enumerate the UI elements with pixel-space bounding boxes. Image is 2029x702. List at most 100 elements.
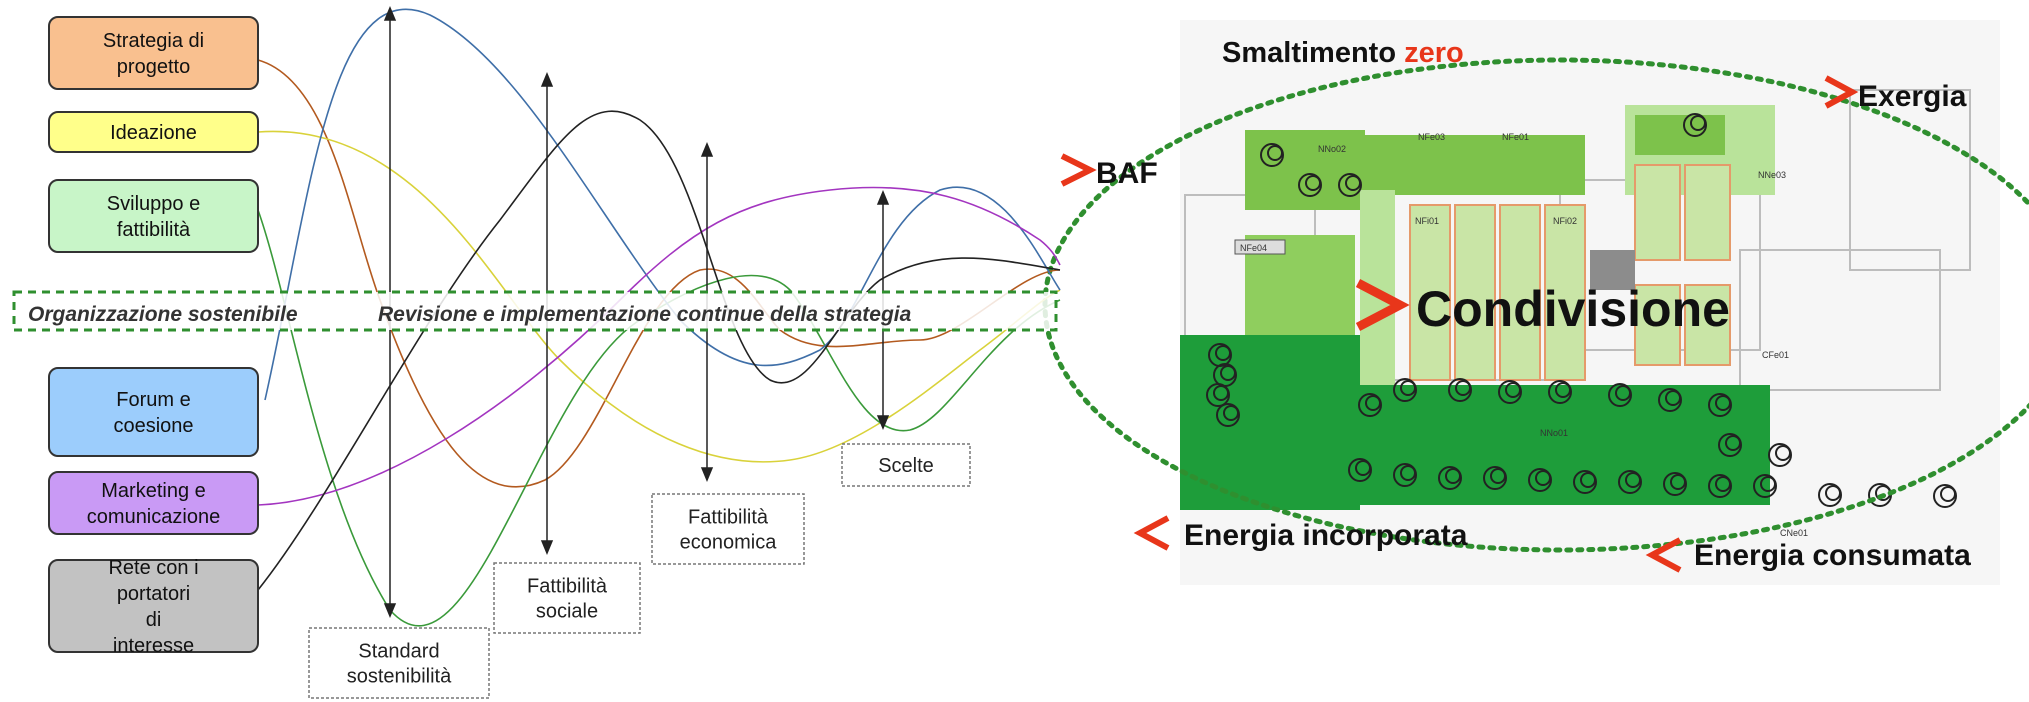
plan-zone-label: NFe04 [1240, 243, 1267, 253]
green-park-south [1360, 385, 1770, 505]
tree-icon [1305, 175, 1321, 191]
plan-zone-label: NFe01 [1502, 132, 1529, 142]
tree-icon [1715, 395, 1731, 411]
stage-box-shape [48, 471, 259, 535]
baf-marker: BAF [1060, 153, 1158, 190]
courtyard-blocks [1409, 164, 1731, 381]
milestone-box-shape [308, 627, 490, 699]
trees [1206, 113, 1957, 508]
tree-icon [1206, 383, 1230, 407]
tree-icon [1608, 383, 1632, 407]
tree-icon [1298, 173, 1322, 197]
tree-icon [1658, 388, 1682, 412]
tree-icon [1753, 474, 1777, 498]
condivisione-label: Condivisione [1416, 281, 1730, 337]
tree-icon [1345, 175, 1361, 191]
tree-icon [1690, 115, 1706, 131]
plan-zone-label: NNo02 [1318, 144, 1346, 154]
milestone-box-shape [841, 443, 971, 487]
stage-label: Ideazione [110, 122, 197, 144]
energia-consumata-marker: Energia consumata [1645, 537, 1971, 573]
tree-icon [1683, 113, 1707, 137]
tree-icon [1438, 466, 1462, 490]
tree-icon [1455, 380, 1471, 396]
tree-icon [1213, 385, 1229, 401]
milestone-label: Scelte [878, 455, 934, 477]
tree-icon [1580, 472, 1596, 488]
tree-icon [1663, 472, 1687, 496]
less-than-icon [1645, 537, 1682, 573]
plan-zone-label: CNe01 [1780, 528, 1808, 538]
curve-rete [257, 110, 1061, 591]
stage-box-shape [48, 111, 259, 153]
tree-icon [1400, 380, 1416, 396]
tree-icon [1445, 468, 1461, 484]
tree-icon [1615, 385, 1631, 401]
less-than-icon [1133, 515, 1170, 551]
plan-zone-label: NFe03 [1418, 132, 1445, 142]
tree-icon [1223, 405, 1239, 421]
tree-icon [1555, 382, 1571, 398]
curve-forum [264, 8, 1061, 401]
green-park-sw [1180, 335, 1360, 510]
greater-than-icon [1824, 75, 1859, 109]
strategy-band [12, 290, 1058, 332]
tree-icon [1775, 445, 1791, 461]
tree-icon [1215, 345, 1231, 361]
tree-icon [1393, 463, 1417, 487]
band-left-label: Organizzazione sostenibile [28, 303, 298, 326]
exergia-marker: Exergia [1824, 75, 1967, 113]
plan-zone-label: CFe01 [1762, 350, 1789, 360]
tree-icon [1400, 465, 1416, 481]
tree-icon [1365, 395, 1381, 411]
plan-zone-label: NNe03 [1758, 170, 1786, 180]
curve-strategia [257, 59, 1061, 488]
tree-icon [1498, 380, 1522, 404]
greater-than-icon [1060, 153, 1097, 187]
tree-icon [1625, 472, 1641, 488]
plan-zone-label: NFi01 [1415, 216, 1439, 226]
energia-consumata-label: Energia consumata [1694, 539, 1971, 572]
tree-icon [1338, 173, 1362, 197]
tree-icon [1448, 378, 1472, 402]
tree-icon [1618, 470, 1642, 494]
tree-icon [1933, 484, 1957, 508]
tree-icon [1355, 460, 1371, 476]
tree-icon [1490, 468, 1506, 484]
tree-icon [1718, 433, 1742, 457]
tree-icon [1348, 458, 1372, 482]
tree-icon [1760, 476, 1776, 492]
tree-icon [1940, 486, 1956, 502]
tree-icon [1715, 476, 1731, 492]
tree-icon [1483, 466, 1507, 490]
exergia-label: Exergia [1858, 80, 1967, 113]
tree-icon [1267, 145, 1283, 161]
stage-box: Ideazione [48, 111, 259, 153]
stage-box-shape [48, 179, 259, 253]
greater-than-icon [1355, 279, 1410, 331]
service-core [1590, 250, 1635, 290]
tree-icon [1260, 143, 1284, 167]
tree-icon [1825, 485, 1841, 501]
tree-icon [1535, 470, 1551, 486]
band-right-label: Revisione e implementazione continue del… [378, 303, 912, 326]
plan-zone-label: NFi02 [1553, 216, 1577, 226]
condivisione-marker: Condivisione [1355, 279, 1730, 337]
smaltimento-label: Smaltimento zero [1222, 37, 1464, 69]
